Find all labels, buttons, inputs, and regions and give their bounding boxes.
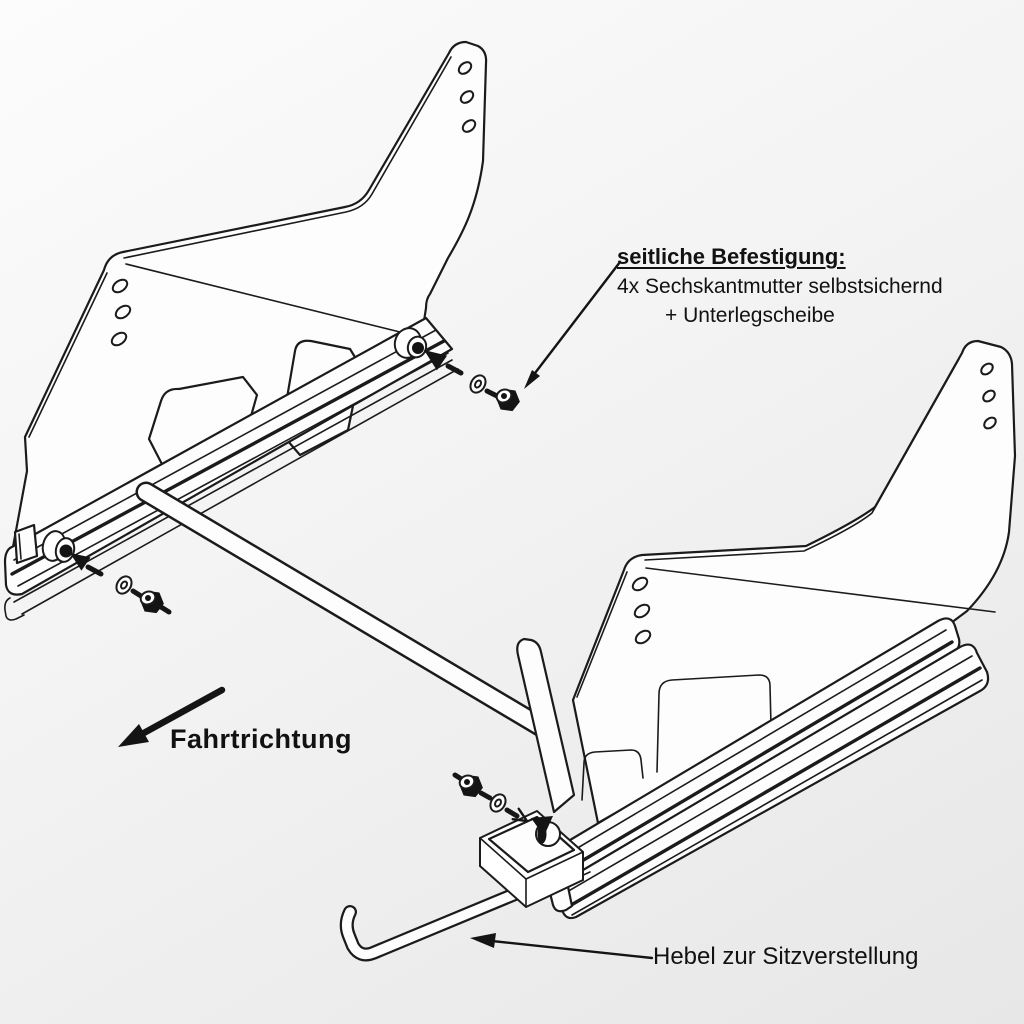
right-slider-rail [548,617,990,920]
side-fastening-arrow [524,260,622,389]
rail-hook-tab [581,749,644,801]
cross-tube [135,481,559,742]
side-fastening-title: seitliche Befestigung: [617,244,846,269]
insertion-arrow [424,350,448,371]
lever-label: Hebel zur Sitzverstellung [653,943,919,970]
insertion-arrow [70,553,91,571]
left-mount-bolt [41,530,76,563]
bottom-fastener-set [452,772,529,823]
upper-mount-bolt [393,327,428,359]
insertion-arrow [531,816,553,836]
left-fastener-set [70,553,172,615]
rail-end-stop [13,523,39,565]
adjustment-lever [339,870,563,962]
direction-arrow [118,686,226,747]
lever-mount-box [479,809,584,909]
driving-direction-label: Fahrtrichtung [170,724,352,754]
side-fastening-line2: + Unterlegscheibe [665,304,835,327]
left-slider-rail [3,316,459,621]
side-fastening-note: seitliche Befestigung: 4x Sechskantmutte… [617,244,943,329]
right-seat-side-bracket [571,339,1017,825]
lever-pivot-bracket [516,637,576,814]
upper-fastener-set [424,350,520,412]
side-fastening-line1: 4x Sechskantmutter selbstsichernd [617,275,943,298]
rail-hook-tab [656,674,773,773]
lever-arrow [470,933,654,960]
